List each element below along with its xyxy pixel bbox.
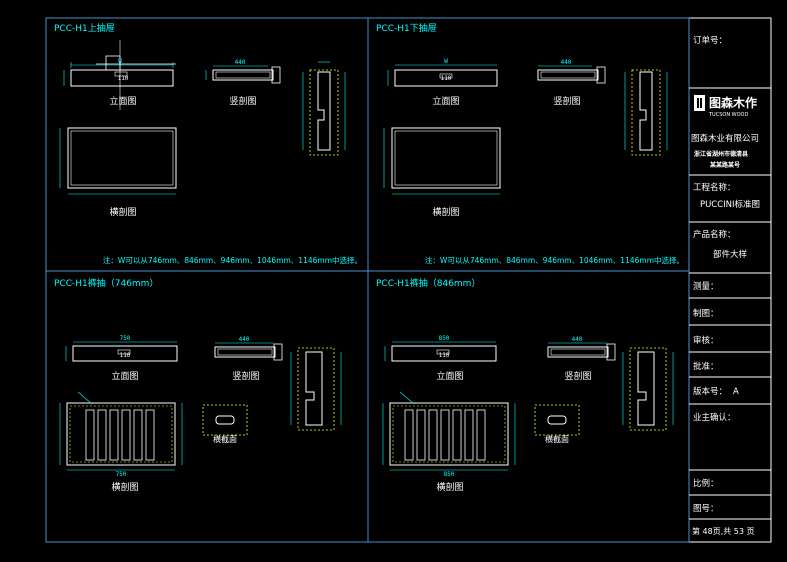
section-view: [212, 69, 274, 81]
detail-label: 横截面: [213, 434, 237, 444]
section-view: [214, 346, 276, 358]
project-label: 工程名称：: [693, 182, 736, 193]
order-no-label: 订单号：: [693, 35, 727, 46]
dim-label: 440: [239, 336, 250, 343]
panel-2-title: PCC-H1下抽屉: [376, 22, 437, 34]
cross-section-detail: [534, 404, 580, 436]
section-view: [547, 346, 609, 358]
dim-label: 110: [120, 352, 131, 359]
dim-label: 440: [235, 59, 246, 66]
section-label: 竖剖图: [232, 370, 259, 382]
address-line-2: 某某路某号: [710, 161, 740, 169]
plan-view: [67, 127, 177, 189]
plan-label: 横剖图: [111, 481, 138, 493]
panel-trouser-rack-846: [382, 341, 674, 471]
dim-label: 110: [439, 352, 450, 359]
dim-label: 110: [118, 75, 129, 82]
address-line-1: 浙江省湖州市德清县: [694, 150, 748, 158]
dim-label: 750: [116, 471, 127, 478]
profile-detail: [629, 347, 667, 431]
dim-label: 850: [444, 471, 455, 478]
elevation-label: 立面图: [436, 370, 463, 382]
elevation-label: 立面图: [111, 370, 138, 382]
plan-view: [391, 127, 501, 189]
company-name: 图森木业有限公司: [691, 133, 759, 144]
dim-label: 440: [561, 59, 572, 66]
project-value: PUCCINI标准图: [700, 199, 760, 210]
survey-label: 测量：: [693, 282, 719, 292]
approve-label: 批准：: [693, 361, 719, 372]
owner-confirm-label: 业主确认：: [693, 412, 736, 423]
panel-trouser-rack-746: [59, 341, 342, 471]
plan-label: 横剖图: [436, 481, 463, 493]
panel-lower-drawer: [383, 64, 668, 195]
note-text: 注：W可以从746mm、846mm、946mm、1046mm、1146mm中选择…: [103, 255, 362, 265]
dim-label: W: [118, 58, 122, 65]
note-text: 注：W可以从746mm、846mm、946mm、1046mm、1146mm中选择…: [425, 255, 684, 265]
elevation-view: [394, 69, 498, 87]
dim-label: W: [444, 58, 448, 65]
logo-text-en: TUCSON WOOD: [708, 112, 748, 118]
draw-label: 制图：: [693, 308, 719, 319]
profile-detail: [631, 69, 661, 156]
scale-label: 比例：: [693, 478, 719, 489]
panel-1-title: PCC-H1上抽屉: [54, 22, 115, 34]
section-label: 竖剖图: [553, 95, 580, 107]
section-label: 竖剖图: [564, 370, 591, 382]
product-label: 产品名称：: [693, 229, 736, 240]
elevation-label: 立面图: [109, 95, 136, 107]
panel-upper-drawer: [59, 40, 346, 195]
detail-label: 横截面: [545, 434, 569, 444]
elevation-label: 立面图: [432, 95, 459, 107]
review-label: 审核：: [693, 335, 719, 346]
plan-label: 横剖图: [432, 206, 459, 218]
plan-view: [66, 402, 176, 466]
version-label: 版本号：: [693, 386, 727, 397]
dim-label: 850: [439, 335, 450, 342]
title-block-grid: [689, 87, 771, 520]
section-label: 竖剖图: [229, 95, 256, 107]
plan-label: 横剖图: [109, 206, 136, 218]
panel-3-title: PCC-H1裤抽（746mm）: [54, 277, 158, 289]
logo-text-cn: 图森木作: [709, 95, 757, 110]
panel-4-title: PCC-H1裤抽（846mm）: [376, 277, 480, 289]
page-indicator: 第 48页,共 53 页: [692, 526, 755, 536]
section-view: [537, 69, 599, 81]
dim-label: 750: [120, 335, 131, 342]
profile-detail: [309, 69, 339, 156]
drawing-no-label: 图号：: [693, 504, 719, 514]
dim-label: 440: [572, 336, 583, 343]
product-value: 部件大样: [713, 249, 748, 260]
version-value: A: [733, 387, 739, 397]
logo-mark: [694, 95, 705, 111]
cross-section-detail: [202, 404, 248, 436]
dim-label: 110: [441, 75, 452, 82]
plan-view: [389, 402, 509, 466]
elevation-view: [391, 345, 497, 362]
elevation-view: [70, 69, 174, 87]
elevation-view: [72, 345, 178, 362]
profile-detail: [297, 347, 335, 431]
